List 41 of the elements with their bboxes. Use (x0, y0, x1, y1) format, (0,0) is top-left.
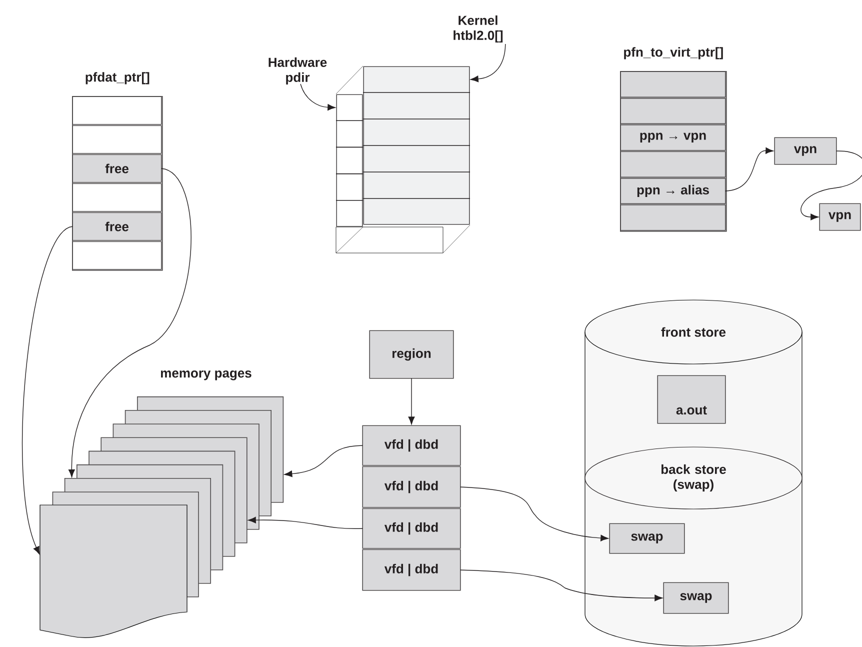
entry-box: vpn (819, 203, 861, 231)
arrow (725, 147, 774, 192)
table-cell (620, 98, 726, 124)
table-title: pfn_to_virt_ptr[] (624, 47, 723, 60)
table-cell (72, 125, 162, 154)
arrow (22, 226, 73, 554)
memory-page (40, 504, 188, 638)
table-cell (72, 183, 162, 212)
table-cell: free (72, 212, 162, 241)
arrow (300, 84, 336, 111)
table-cell (620, 151, 726, 178)
entry-box: vfd | dbd (362, 549, 461, 591)
arrow (460, 486, 609, 542)
hash-table (362, 66, 470, 225)
table-cell (620, 204, 726, 231)
table-cell (620, 71, 726, 98)
arrow (460, 570, 663, 602)
entry-box: vpn (774, 137, 837, 165)
entry-box: vfd | dbd (362, 466, 461, 508)
entry-box: swap (663, 582, 729, 614)
table-title: pfdat_ptr[] (86, 72, 150, 84)
entry-box: swap (609, 523, 685, 554)
caption-text: memory pages (161, 370, 252, 380)
entry-box: region (369, 330, 454, 379)
table-cell: ppn → vpn (620, 124, 726, 151)
arrow (68, 168, 192, 478)
arrow (408, 378, 415, 425)
arrow (800, 150, 862, 220)
arrow (284, 445, 363, 478)
arrow (470, 44, 506, 82)
table-cell (72, 96, 162, 125)
table-cell (72, 241, 162, 270)
entry-box: vfd | dbd (362, 425, 461, 466)
pdir-column (336, 94, 364, 227)
annotation-text: Hardware pdir (268, 57, 327, 85)
annotation-text: Kernel htbl2.0[] (454, 15, 503, 43)
file-box: a.out (657, 375, 726, 424)
table-cell: free (72, 154, 162, 183)
table-cell: ppn → alias (620, 178, 726, 204)
arrow (248, 516, 363, 529)
entry-box: vfd | dbd (362, 508, 461, 549)
